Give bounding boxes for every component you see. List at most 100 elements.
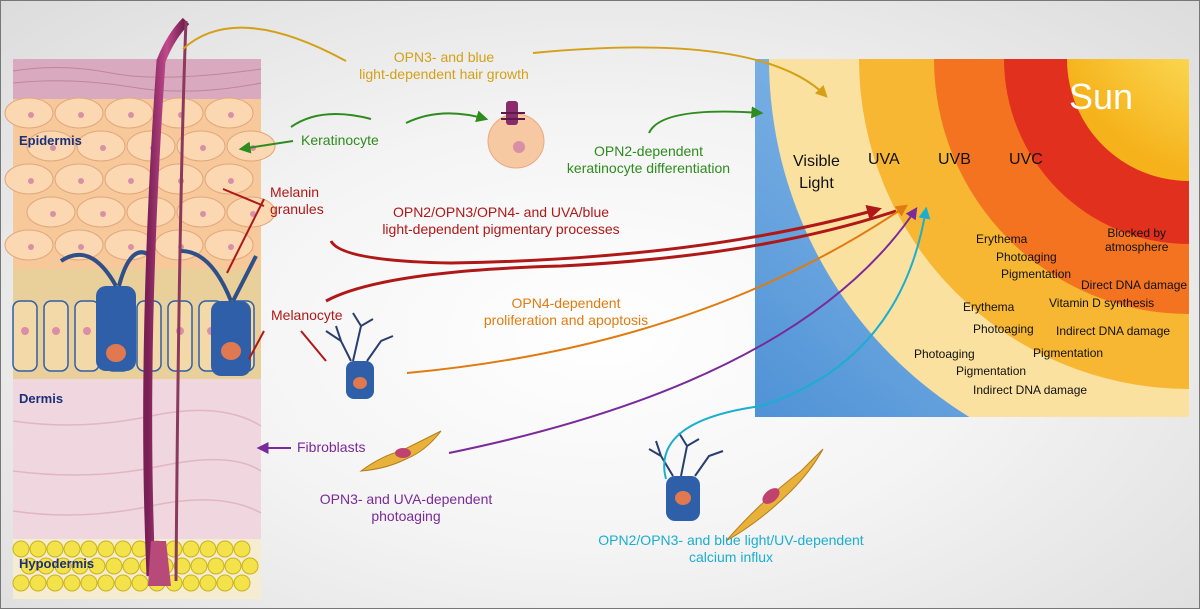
adipocyte <box>80 574 98 592</box>
adipocyte <box>37 557 55 575</box>
keratinocyte-diff-line-1: OPN2-dependent <box>594 143 703 159</box>
fibroblast-illustration <box>359 430 442 472</box>
keratinocyte-diff-line-2: keratinocyte differentiation <box>566 160 731 176</box>
basal-melanocytes <box>59 249 258 376</box>
visible-line-2: Light <box>799 175 834 192</box>
cell-nucleus <box>28 112 34 118</box>
melanin-granules-label: Melanin granules <box>270 184 324 218</box>
photoaging-line-1: OPN3- and UVA-dependent <box>319 491 493 507</box>
proliferation-line-2: proliferation and apoptosis <box>483 312 649 328</box>
adipocyte <box>207 557 225 575</box>
cell-nucleus <box>83 327 91 335</box>
uva-effect-erythema: Erythema <box>963 300 1015 314</box>
cell-nucleus <box>28 178 34 184</box>
cell-nucleus <box>228 244 234 250</box>
cell-nucleus <box>78 178 84 184</box>
basal-cell <box>12 300 38 372</box>
hair-growth-line-1: OPN3- and blue <box>393 49 495 65</box>
calcium-influx-label: OPN2/OPN3- and blue light/UV-dependent c… <box>571 532 891 566</box>
melanocyte-illustration <box>325 312 394 399</box>
adipocyte <box>88 557 106 575</box>
cell-nucleus <box>200 145 206 151</box>
adipocyte <box>190 557 208 575</box>
keratinocyte-differentiation-label: OPN2-dependent keratinocyte differentiat… <box>546 143 751 177</box>
uvc-label: UVC <box>1009 151 1043 168</box>
uvc-effect-line-1: Blocked by <box>1107 226 1167 240</box>
proliferation-line-1: OPN4-dependent <box>511 295 621 311</box>
cell-nucleus <box>128 244 134 250</box>
adipocyte <box>71 557 89 575</box>
visible-light-label: Visible Light <box>793 151 840 195</box>
photoaging-label: OPN3- and UVA-dependent photoaging <box>291 491 521 525</box>
uvc-effect-line-2: atmosphere <box>1105 240 1169 254</box>
dermis-label: Dermis <box>19 391 64 406</box>
hypodermis-label: Hypodermis <box>19 556 95 571</box>
adipocyte <box>54 557 72 575</box>
cell-nucleus <box>128 178 134 184</box>
visible-line-1: Visible <box>793 153 840 170</box>
adipocyte <box>216 540 234 558</box>
adipocyte <box>46 574 64 592</box>
adipocyte <box>29 574 47 592</box>
adipocyte <box>63 574 81 592</box>
adipocyte <box>131 574 149 592</box>
melanocyte-label: Melanocyte <box>271 307 343 323</box>
cell-nucleus <box>78 244 84 250</box>
uvc-effect-label: Blocked by atmosphere <box>1105 226 1168 254</box>
keratinocyte-illustration <box>487 101 545 169</box>
cell-nucleus <box>250 211 256 217</box>
photoaging-line-2: photoaging <box>371 508 441 524</box>
sun-title: Sun <box>1069 76 1134 117</box>
epidermis-label: Epidermis <box>19 133 82 148</box>
cell-nucleus <box>21 327 29 335</box>
adipocyte <box>114 574 132 592</box>
cell-nucleus <box>52 327 60 335</box>
adipocyte <box>80 540 98 558</box>
calcium-line-1: OPN2/OPN3- and blue light/UV-dependent <box>598 532 864 548</box>
adipocyte <box>233 540 251 558</box>
uvb-effect-photoaging: Photoaging <box>996 250 1057 264</box>
proliferation-apoptosis-label: OPN4-dependent proliferation and apoptos… <box>456 295 676 329</box>
adipocyte <box>233 574 251 592</box>
adipocyte <box>46 540 64 558</box>
adipocyte <box>20 557 38 575</box>
pigmentary-line-1: OPN2/OPN3/OPN4- and UVA/blue <box>392 204 610 220</box>
fibroblasts-label: Fibroblasts <box>297 439 366 455</box>
adipocyte <box>165 540 183 558</box>
adipocyte <box>241 557 259 575</box>
uvb-effect-pigmentation: Pigmentation <box>1001 267 1072 281</box>
adipocyte <box>97 540 115 558</box>
cell-nucleus <box>50 211 56 217</box>
adipocyte <box>12 574 30 592</box>
uvb-effect-vitamin-d: Vitamin D synthesis <box>1049 296 1155 310</box>
cell-nucleus <box>200 211 206 217</box>
pigmentary-line-2: light-dependent pigmentary processes <box>382 221 620 237</box>
keratinocyte-label: Keratinocyte <box>301 132 379 148</box>
calcium-cells-illustration <box>648 432 824 542</box>
adipocyte <box>199 540 217 558</box>
hair-growth-label: OPN3- and blue light-dependent hair grow… <box>324 49 564 83</box>
cell-nucleus <box>100 145 106 151</box>
uva-label: UVA <box>868 151 900 168</box>
cell-nucleus <box>28 244 34 250</box>
adipocyte <box>29 540 47 558</box>
adipocyte <box>199 574 217 592</box>
adipocyte <box>105 557 123 575</box>
cell-nucleus <box>128 112 134 118</box>
sun-spectrum <box>755 59 1189 417</box>
adipocyte <box>182 540 200 558</box>
melanin-granules-line-1: Melanin <box>270 184 320 200</box>
visible-effect-photoaging: Photoaging <box>914 347 975 361</box>
adipocyte <box>63 540 81 558</box>
uvb-label: UVB <box>938 151 971 168</box>
adipocyte <box>114 540 132 558</box>
cell-nucleus <box>228 112 234 118</box>
adipocyte <box>173 557 191 575</box>
basal-cell <box>43 300 69 372</box>
adipocyte <box>12 540 30 558</box>
adipocyte <box>97 574 115 592</box>
uvb-effect-erythema: Erythema <box>976 232 1028 246</box>
adipocyte <box>216 574 234 592</box>
